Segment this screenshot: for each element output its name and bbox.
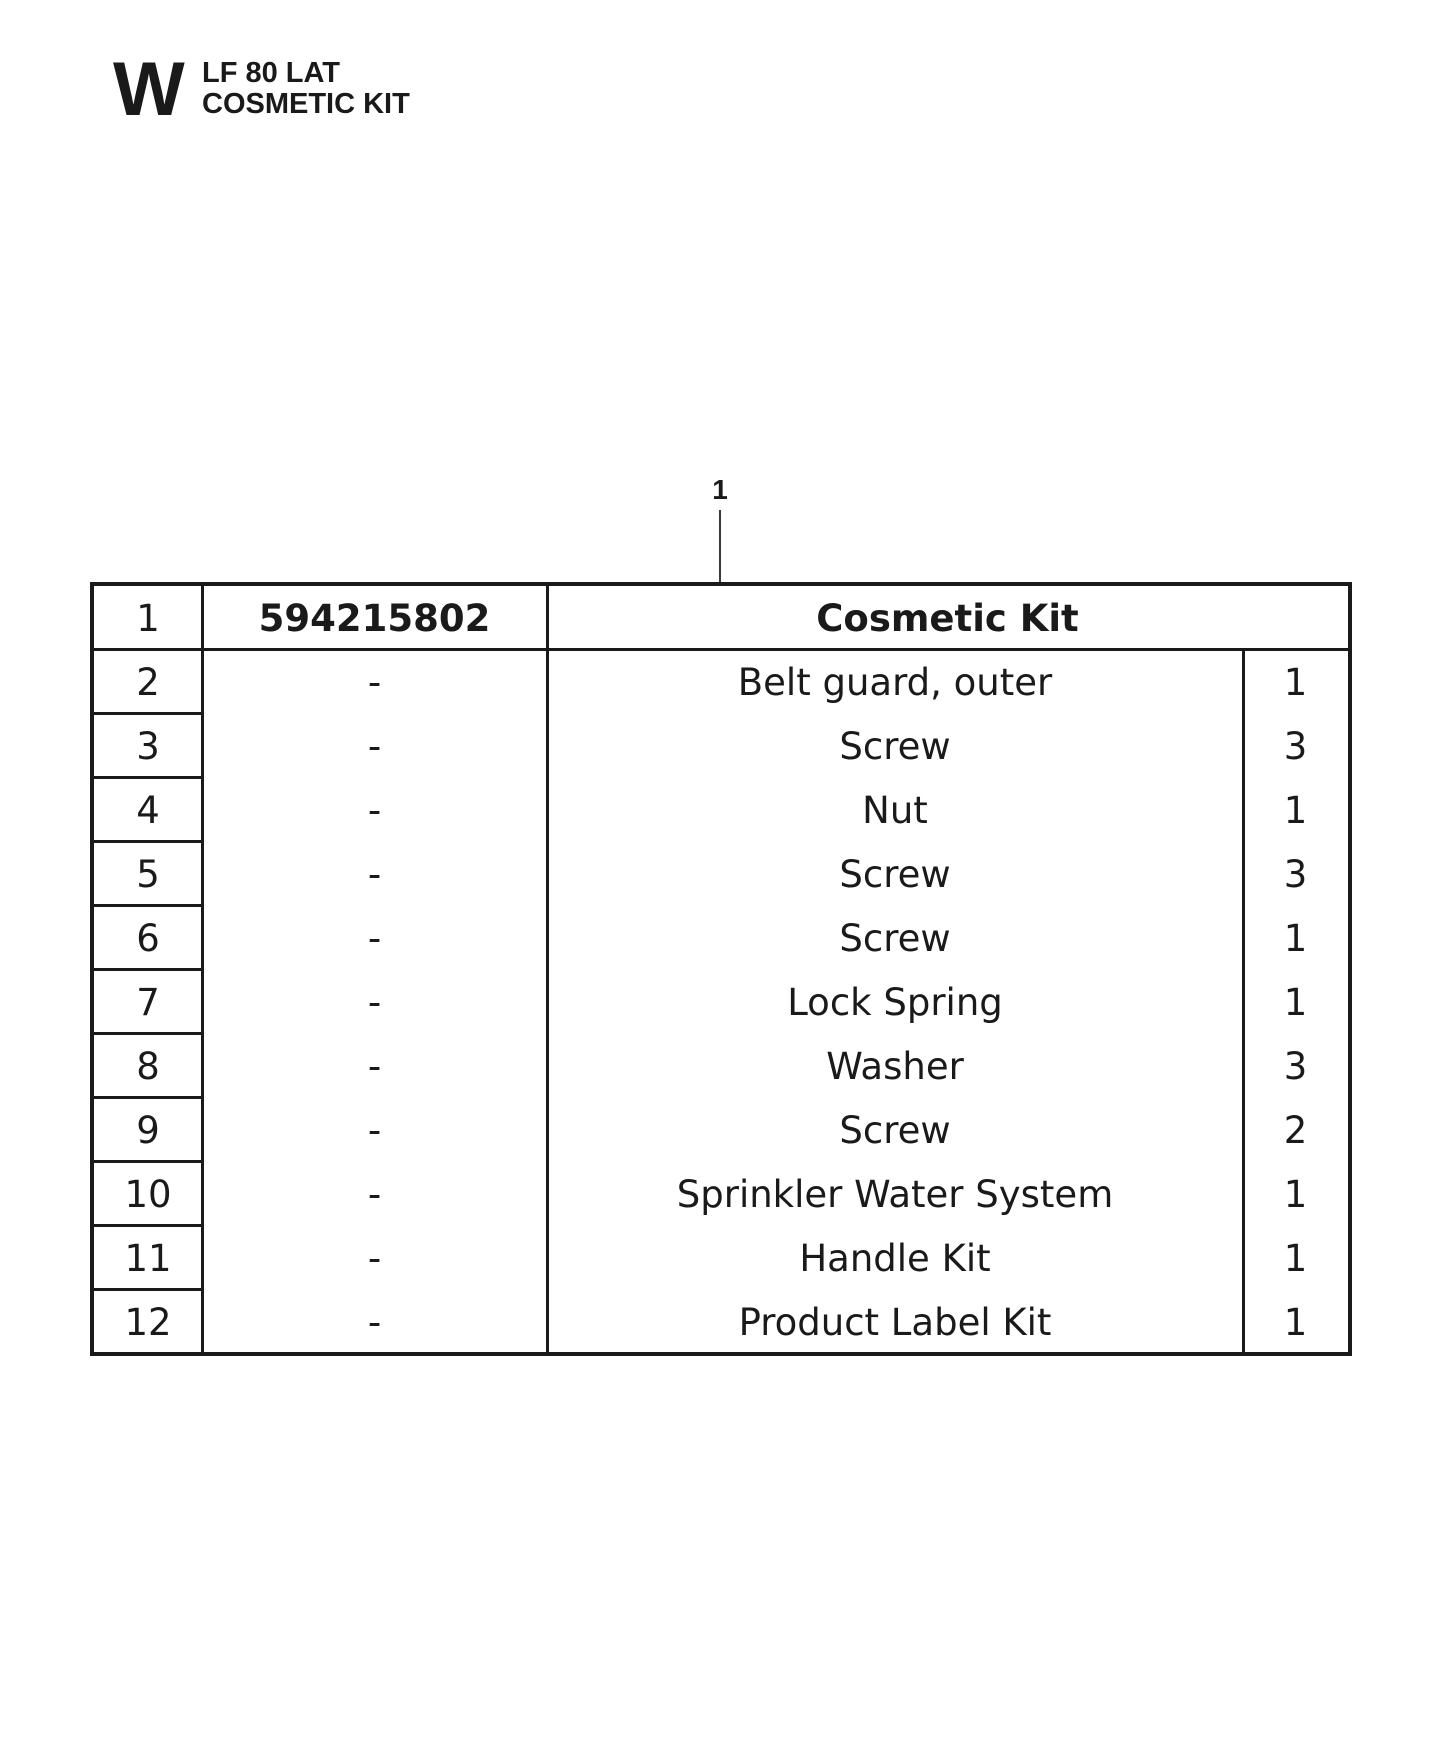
table-divider [546,586,549,1354]
item-position: 8 [136,1044,160,1088]
item-position: 7 [136,980,160,1024]
item-part-number: - [367,1300,382,1344]
item-part-number: - [367,852,382,896]
item-part-number: - [367,724,382,768]
item-quantity: 1 [1283,1300,1308,1344]
item-description: Screw [839,724,951,768]
table-divider [94,1032,202,1035]
item-description: Screw [839,916,951,960]
table-divider [1242,650,1245,1354]
title-block: LF 80 LAT COSMETIC KIT [202,58,410,120]
kit-position: 1 [136,596,160,640]
model-name: LF 80 LAT [202,57,341,89]
item-position: 3 [136,724,160,768]
item-quantity: 1 [1283,1172,1308,1216]
item-description: Screw [839,1108,951,1152]
table-divider [201,586,204,1354]
kit-part-number: 594215802 [258,596,491,640]
item-part-number: - [367,660,382,704]
item-description: Screw [839,852,951,896]
item-quantity: 3 [1283,724,1308,768]
item-position: 9 [136,1108,160,1152]
item-quantity: 3 [1283,1044,1308,1088]
item-part-number: - [367,916,382,960]
item-quantity: 1 [1283,980,1308,1024]
item-position: 12 [124,1300,172,1344]
section-letter: W [113,47,185,132]
item-description: Nut [862,788,928,832]
item-description: Handle Kit [799,1236,991,1280]
table-divider [94,1288,202,1291]
table-divider [94,776,202,779]
table-divider [94,1160,202,1163]
item-quantity: 1 [1283,1236,1308,1280]
item-quantity: 1 [1283,916,1308,960]
item-position: 5 [136,852,160,896]
page-title: COSMETIC KIT [202,88,410,120]
item-position: 2 [136,660,160,704]
item-quantity: 3 [1283,852,1308,896]
item-quantity: 1 [1283,660,1308,704]
item-part-number: - [367,1108,382,1152]
item-quantity: 2 [1283,1108,1308,1152]
table-divider [94,648,1348,651]
table-divider [94,904,202,907]
table-divider [94,968,202,971]
kit-description: Cosmetic Kit [816,596,1079,640]
callout-number: 1 [712,474,728,505]
item-part-number: - [367,1172,382,1216]
item-description: Sprinkler Water System [676,1172,1114,1216]
item-part-number: - [367,1236,382,1280]
item-part-number: - [367,980,382,1024]
item-description: Lock Spring [787,980,1003,1024]
table-divider [94,1096,202,1099]
parts-table: 1 594215802 Cosmetic Kit 2 - Belt guard, oute… [90,582,1352,1356]
item-position: 10 [124,1172,172,1216]
item-part-number: - [367,788,382,832]
table-divider [94,840,202,843]
item-position: 6 [136,916,160,960]
item-position: 4 [136,788,160,832]
callout-leader-line [719,510,721,584]
item-description: Washer [826,1044,964,1088]
item-position: 11 [124,1236,172,1280]
item-description: Belt guard, outer [737,660,1053,704]
item-description: Product Label Kit [738,1300,1052,1344]
item-quantity: 1 [1283,788,1308,832]
item-part-number: - [367,1044,382,1088]
table-divider [94,1224,202,1227]
table-divider [94,712,202,715]
